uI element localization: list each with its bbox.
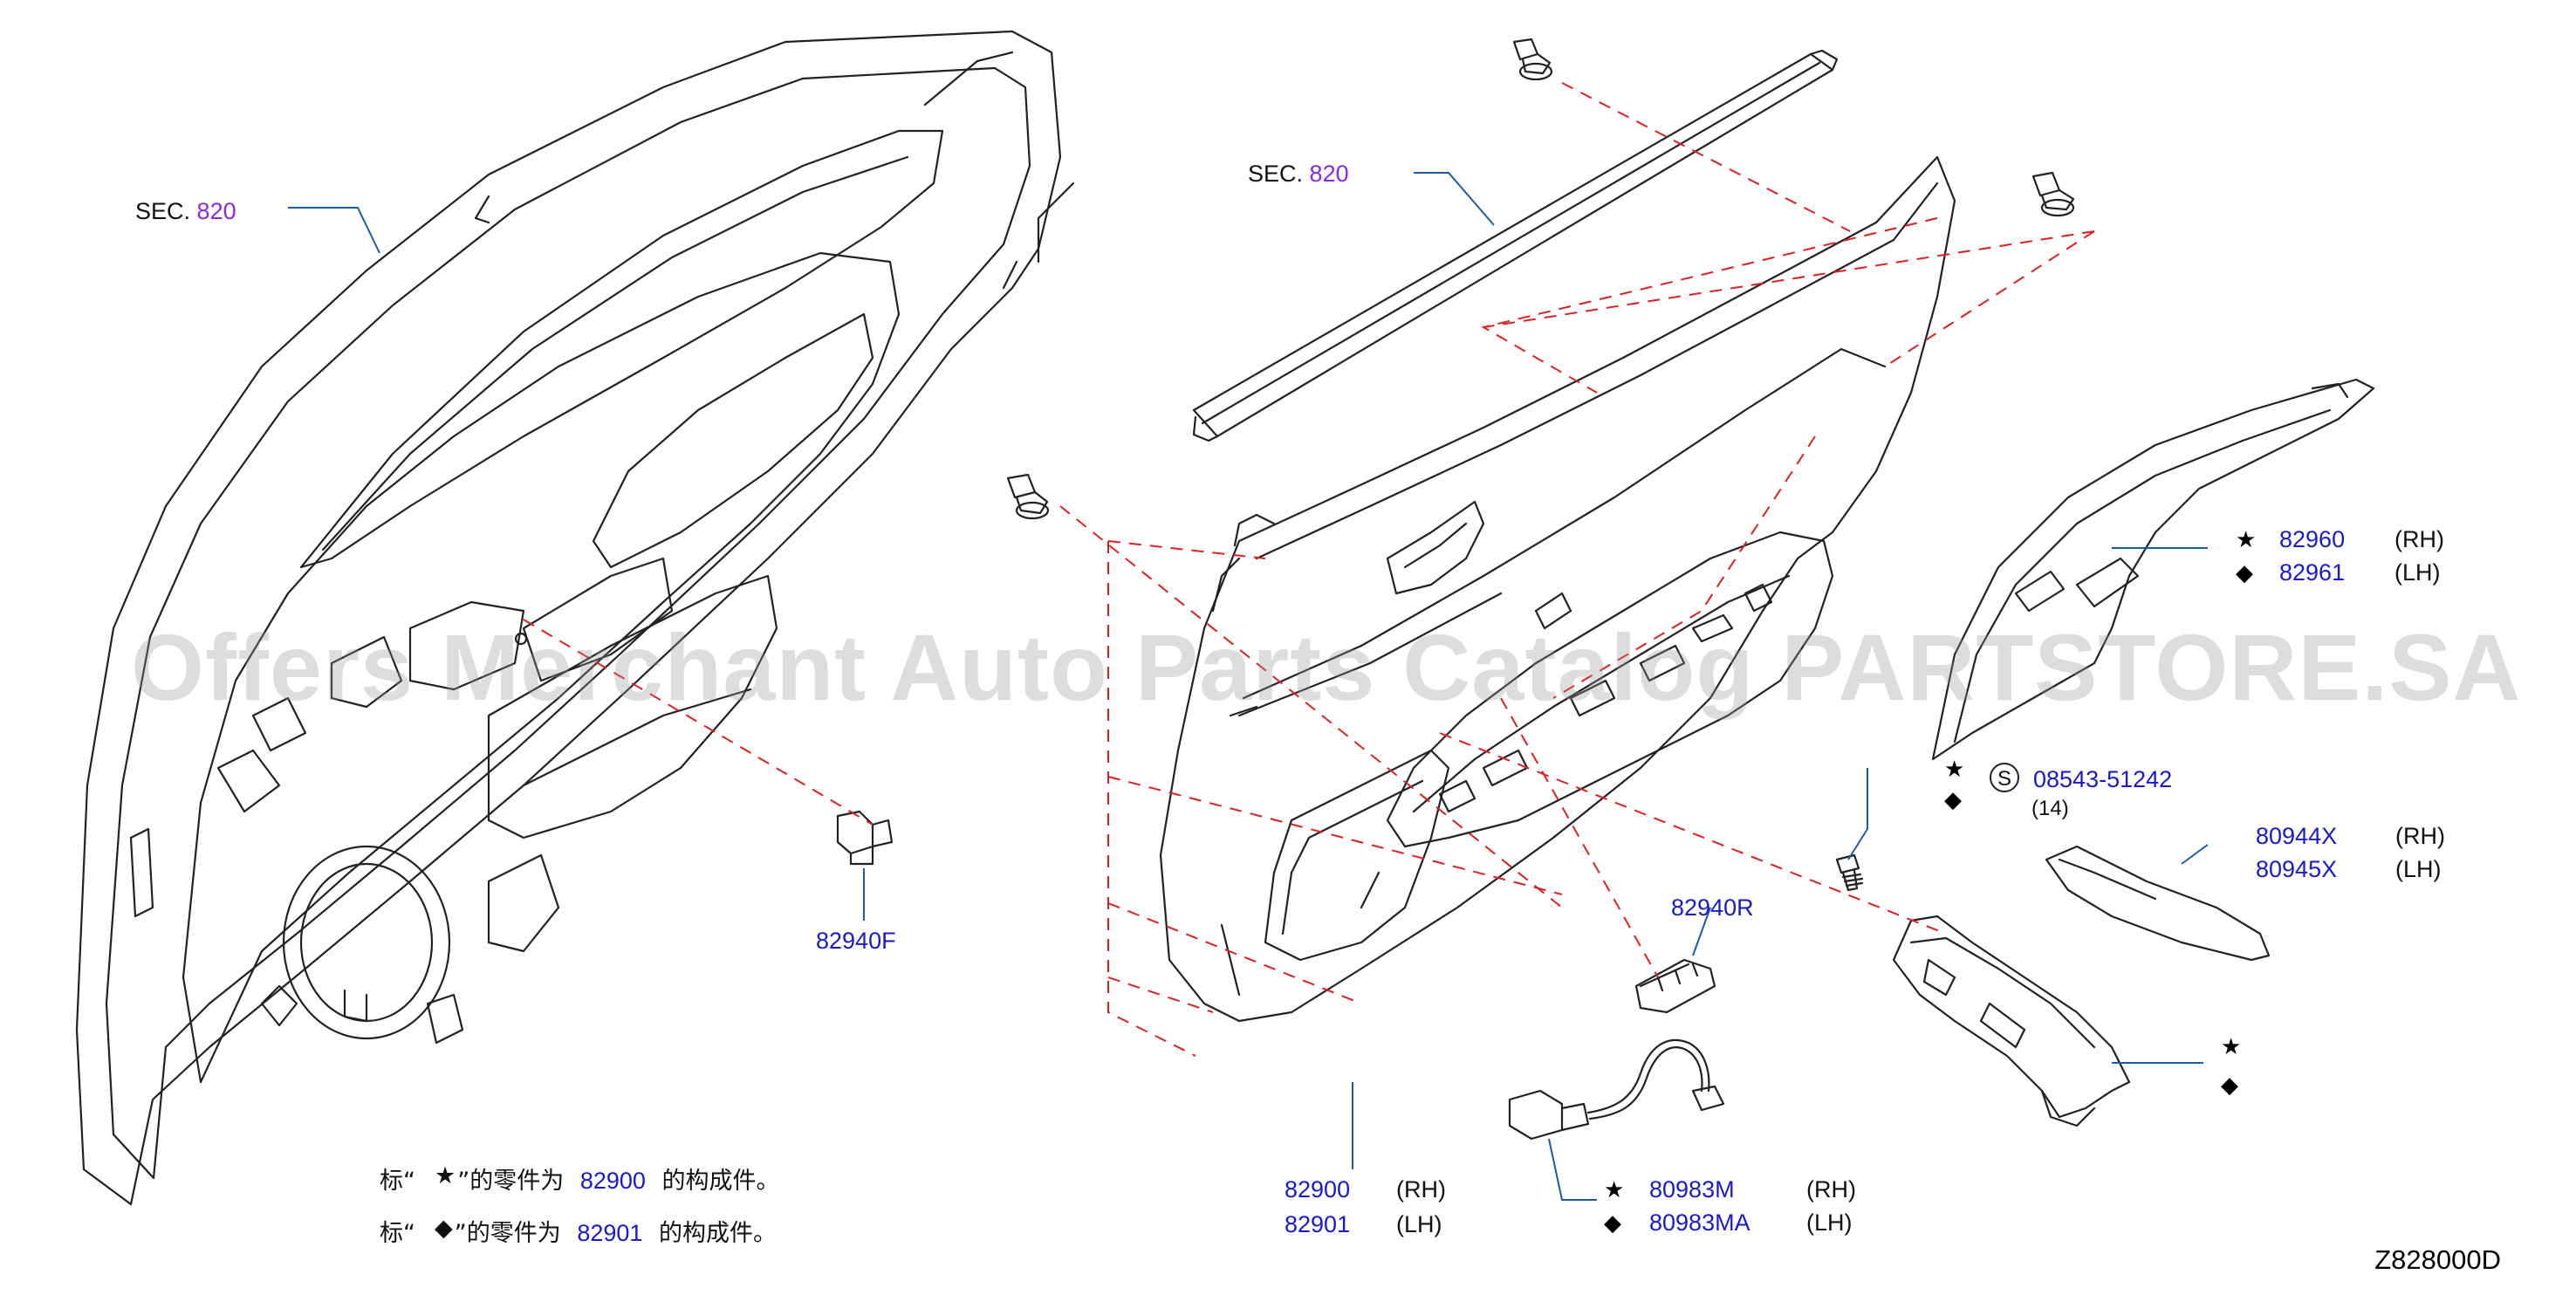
section-prefix: SEC. [135, 198, 191, 224]
part-link-82940f[interactable]: 82940F [816, 928, 896, 954]
push-clip-top [1512, 38, 1553, 81]
door-trim-panel [1159, 155, 1956, 1023]
diamond-symbol: ◆ [1944, 786, 1962, 812]
part-link-82940r[interactable]: 82940R [1671, 894, 1754, 921]
star-symbol: ★ [2221, 1033, 2242, 1059]
side-label-rh: (RH) [1396, 1176, 1446, 1202]
star-symbol: ★ [1604, 1176, 1625, 1202]
side-label-rh: (RH) [1806, 1176, 1856, 1202]
note-diamond: 标“◆”的零件为 82901 的构成件。 [380, 1215, 778, 1247]
push-clip-left [1006, 473, 1050, 520]
section-ref-left[interactable]: SEC. 820 [135, 200, 236, 223]
diamond-symbol: ◆ [1604, 1209, 1621, 1236]
part-link-82961[interactable]: 82961 [2279, 559, 2346, 586]
part-link-80944x[interactable]: 80944X [2256, 823, 2338, 849]
side-label-rh: (RH) [2395, 823, 2445, 849]
push-clip-right [2031, 171, 2075, 217]
belt-weatherstrip [1192, 49, 1839, 442]
screw-quantity: (14) [2031, 797, 2069, 820]
part-link-82901[interactable]: 82901 [577, 1220, 643, 1246]
part-link-82901[interactable]: 82901 [1285, 1211, 1351, 1237]
part-link-82900[interactable]: 82900 [579, 1168, 646, 1194]
star-symbol: ★ [1944, 756, 1965, 782]
pull-handle-bracket [1892, 915, 2131, 1127]
side-label-lh: (LH) [2395, 856, 2442, 882]
diagram-id: Z828000D [2374, 1244, 2501, 1275]
part-link-80983ma[interactable]: 80983MA [1649, 1209, 1750, 1236]
s-circle-mark: S [1990, 763, 2019, 792]
diamond-symbol: ◆ [2236, 559, 2253, 586]
section-number-link[interactable]: 820 [196, 198, 236, 224]
screw-drawing [1835, 853, 1864, 892]
section-number-link[interactable]: 820 [1309, 161, 1349, 187]
diamond-symbol: ◆ [2221, 1072, 2238, 1098]
leader-lines [288, 172, 2209, 1201]
part-link-08543-51242[interactable]: 08543-51242 [2033, 766, 2173, 792]
note-star: 标“★”的零件为 82900 的构成件。 [380, 1162, 780, 1195]
assembly-dashed-lines [523, 82, 2095, 1057]
door-inner-panel-outline [75, 30, 1075, 1206]
part-link-82900[interactable]: 82900 [1285, 1176, 1351, 1202]
part-link-80983m[interactable]: 80983M [1649, 1176, 1735, 1202]
section-ref-center[interactable]: SEC. 820 [1248, 162, 1349, 186]
side-label-rh: (RH) [2394, 526, 2444, 552]
section-prefix: SEC. [1248, 161, 1304, 187]
grip-finisher [2045, 845, 2271, 962]
side-label-lh: (LH) [1396, 1211, 1442, 1237]
clip-82940f-drawing [836, 810, 894, 866]
part-link-80945x[interactable]: 80945X [2256, 856, 2338, 882]
switch-finisher [1931, 378, 2375, 761]
side-label-lh: (LH) [1806, 1209, 1853, 1236]
clip-82940r-drawing [1634, 958, 1716, 1014]
star-symbol: ★ [2236, 526, 2257, 552]
side-label-lh: (LH) [2394, 559, 2441, 586]
harness-drawing [1508, 1038, 1725, 1141]
part-link-82960[interactable]: 82960 [2279, 526, 2346, 552]
